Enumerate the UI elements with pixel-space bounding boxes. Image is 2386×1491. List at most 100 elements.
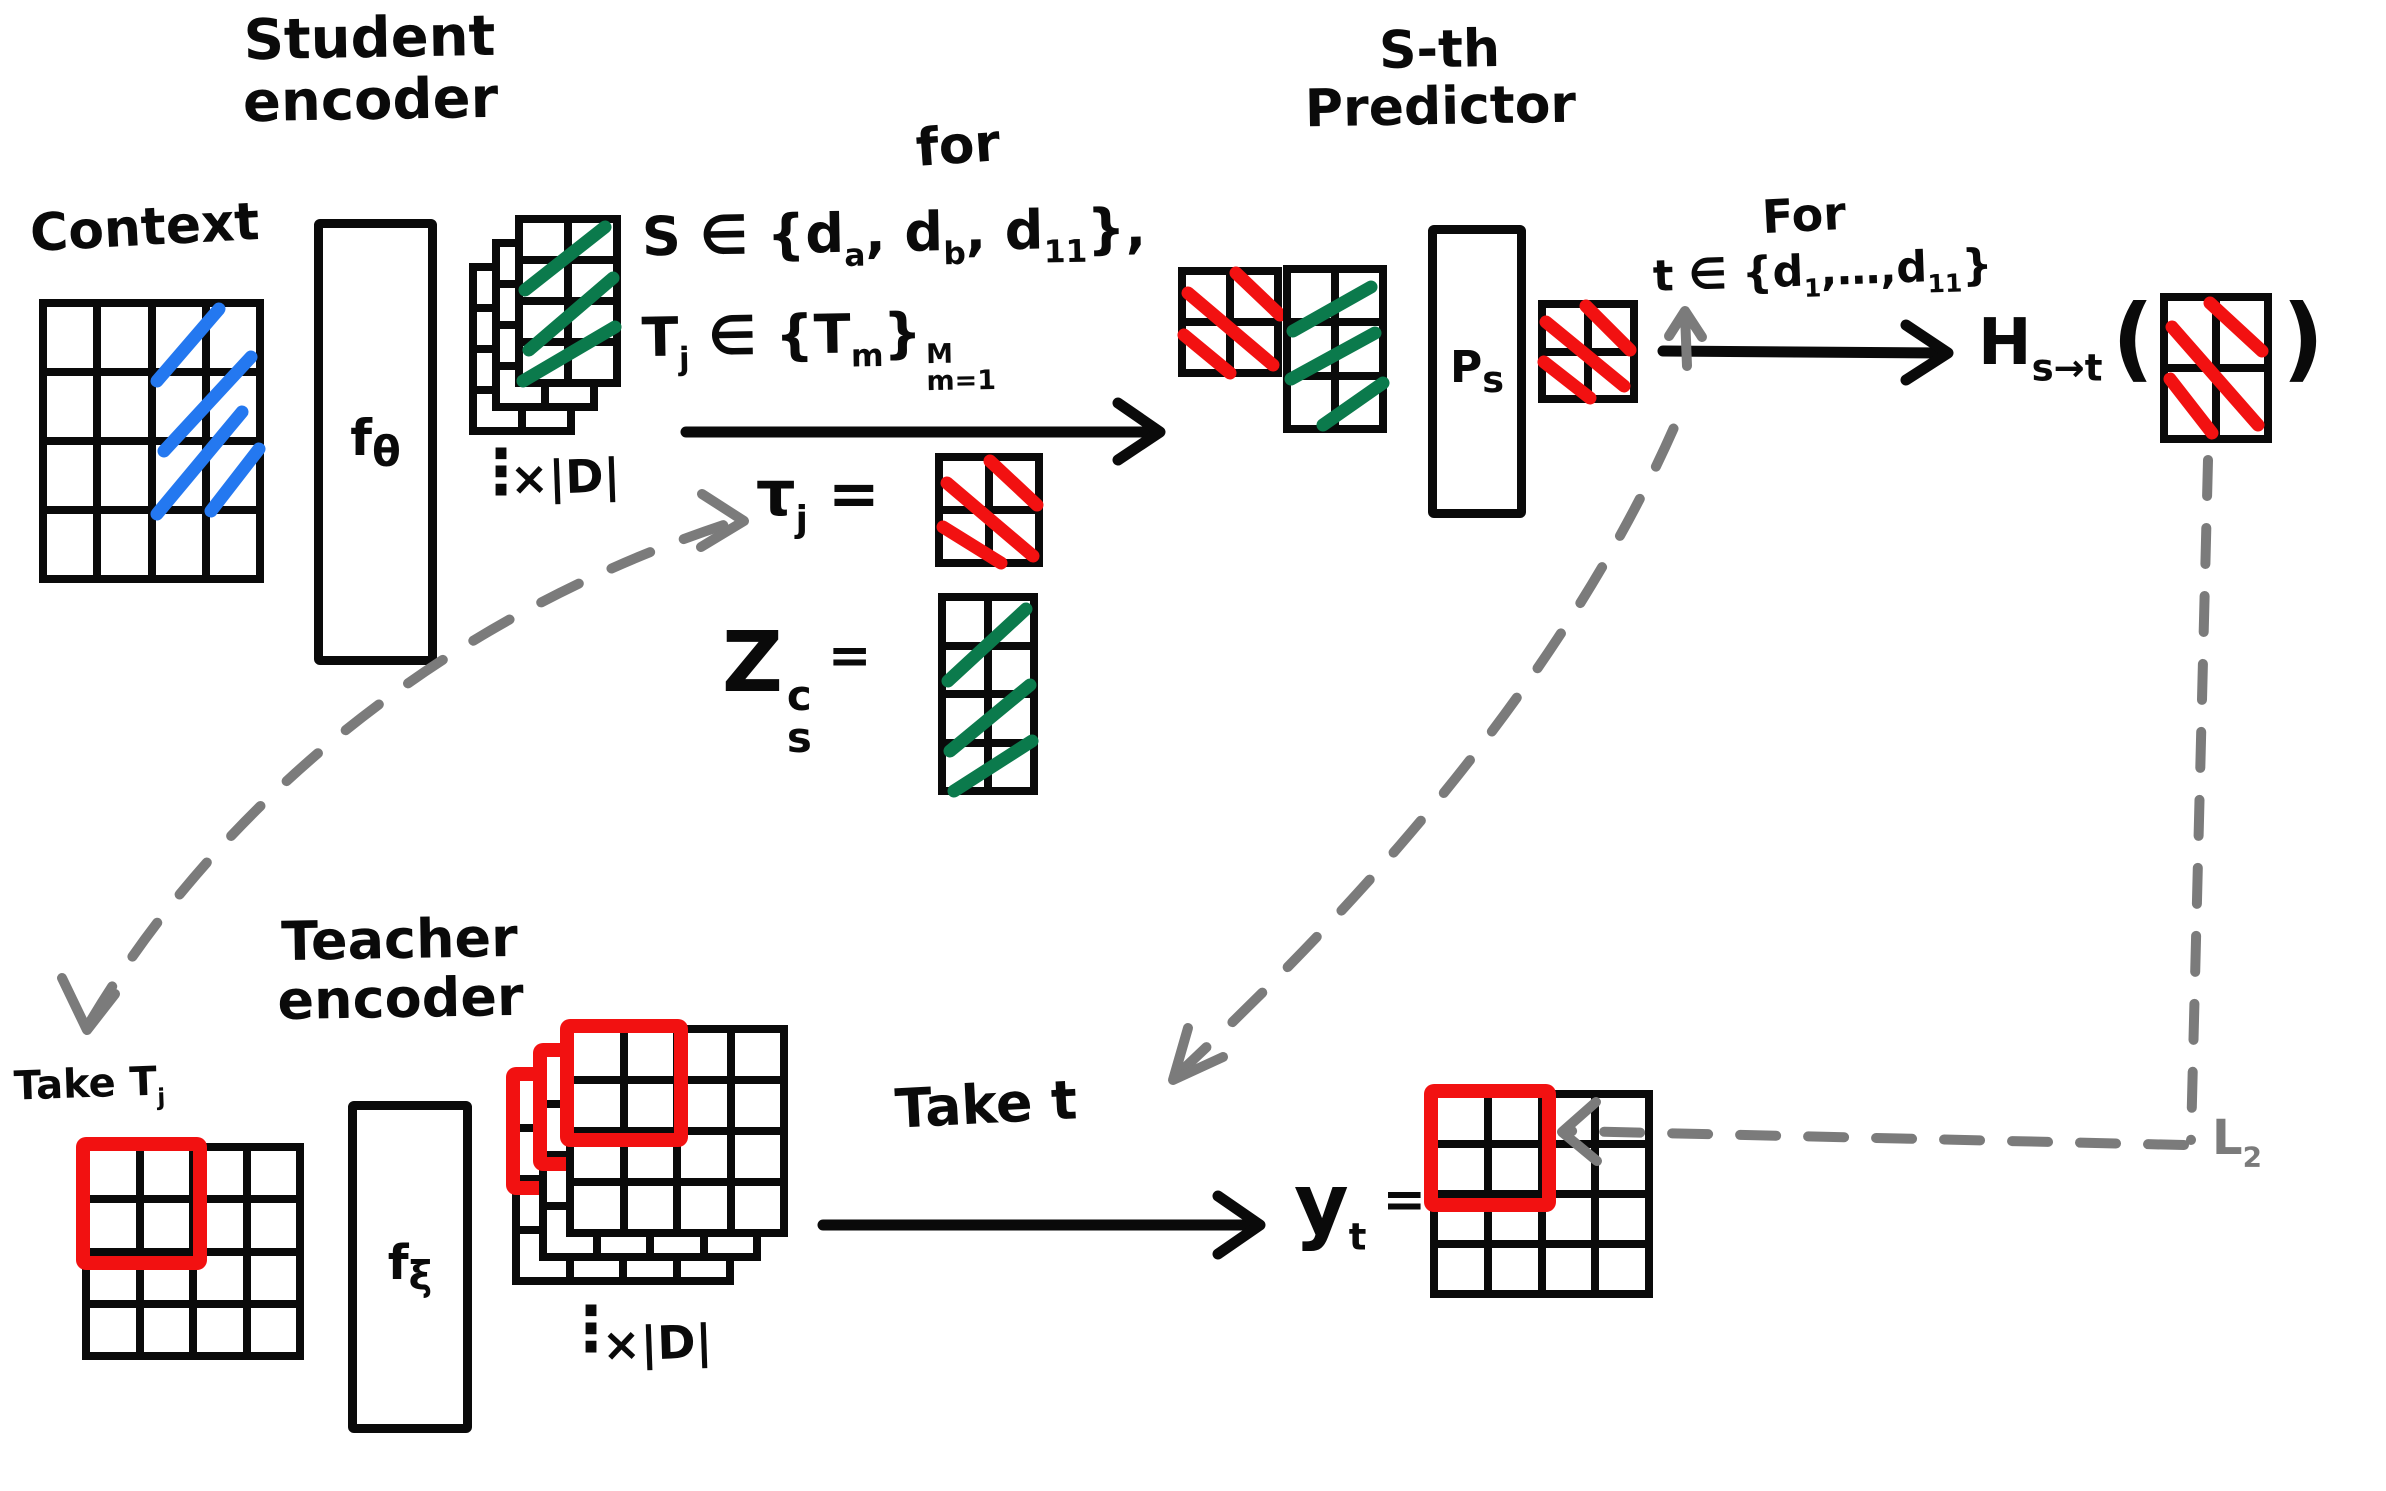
context-label: Context xyxy=(28,192,261,264)
predictor-title: S-th Predictor xyxy=(1289,18,1591,140)
grid-cell xyxy=(97,372,152,441)
grid-cell xyxy=(568,342,617,383)
predictor-fn-label: Ps xyxy=(1449,342,1505,401)
student-encoder-box: fθ xyxy=(314,219,437,665)
l2-dashed-connector xyxy=(1557,455,2213,1166)
loop-s-line1: for xyxy=(913,113,1002,179)
grid-cell xyxy=(43,303,98,372)
grid-cell xyxy=(2164,297,2216,368)
predictor-input-mask-grid xyxy=(1177,266,1287,380)
grid-cell xyxy=(246,1147,300,1200)
grid-cell xyxy=(1541,1244,1596,1294)
grid-cell xyxy=(1542,304,1588,352)
context-grid-lines xyxy=(39,299,264,583)
grid-cell xyxy=(1434,1244,1488,1294)
teacher-forward-arrow xyxy=(817,1190,1266,1260)
context-grid xyxy=(39,299,266,583)
h-label: Hs→t xyxy=(1978,306,2103,390)
teacher-encoder-title-line2: encoder xyxy=(276,965,525,1033)
grid-cell xyxy=(139,1199,193,1252)
student-forward-arrow xyxy=(680,397,1166,466)
loop-t-line1: For xyxy=(1760,185,1848,245)
z-grid xyxy=(938,593,1039,798)
loop-t-line2: t ∈ {d1,…,d11} xyxy=(1652,240,1994,303)
grid-cell xyxy=(568,219,617,260)
student-output-grid-front xyxy=(515,215,622,388)
teacher-encoder-fn-label: fξ xyxy=(387,1234,433,1300)
student-stack-multiplier: ×|D| xyxy=(509,448,622,506)
grid-cell xyxy=(1487,1144,1542,1194)
student-encoder-title: Student encoder xyxy=(204,3,536,135)
grid-cell xyxy=(942,694,988,743)
grid-cell xyxy=(1542,351,1588,399)
take-t-label: Take t xyxy=(893,1068,1079,1141)
grid-cell xyxy=(1287,322,1335,376)
teacher-output-selection-box-front xyxy=(560,1019,688,1147)
grid-cell xyxy=(519,301,568,342)
grid-cell xyxy=(519,342,568,383)
grid-cell xyxy=(97,441,152,510)
grid-cell xyxy=(246,1251,300,1304)
predictor-input-context-grid-lines xyxy=(1283,265,1387,433)
grid-cell xyxy=(1595,1244,1649,1294)
grid-cell xyxy=(139,1303,193,1356)
predictor-box: Ps xyxy=(1428,225,1526,518)
grid-cell xyxy=(1595,1094,1649,1144)
grid-cell xyxy=(205,441,260,510)
grid-cell xyxy=(205,372,260,441)
grid-cell xyxy=(519,260,568,301)
grid-cell xyxy=(989,510,1039,563)
y-label: yt= xyxy=(1294,1155,1427,1259)
teacher-output-grid-front xyxy=(560,1019,788,1237)
predictor-title-line2: Predictor xyxy=(1304,74,1577,140)
grid-cell xyxy=(1588,351,1634,399)
grid-cell xyxy=(677,1182,731,1233)
predictor-output-grid xyxy=(1537,299,1638,405)
grid-cell xyxy=(246,1199,300,1252)
grid-cell xyxy=(988,597,1034,646)
teacher-encoder-title-line1: Teacher xyxy=(280,905,519,974)
student-encoder-fn-label: fθ xyxy=(350,408,401,476)
grid-cell xyxy=(97,303,152,372)
predictor-input-context-grid xyxy=(1283,265,1390,433)
grid-cell xyxy=(151,510,206,579)
grid-cell xyxy=(2164,368,2216,439)
grid-cell xyxy=(568,260,617,301)
target-selection-box xyxy=(1424,1084,1556,1212)
grid-cell xyxy=(1287,269,1335,323)
predictor-title-line1: S-th xyxy=(1378,18,1501,82)
grid-cell xyxy=(43,510,98,579)
h-argument-grid xyxy=(2160,293,2272,443)
grid-cell xyxy=(139,1147,193,1200)
grid-cell xyxy=(2216,297,2268,368)
student-output-grid-front-lines xyxy=(515,215,621,387)
grid-cell xyxy=(86,1303,140,1356)
teacher-stack-multiplier: ×|D| xyxy=(601,1314,714,1372)
grid-cell xyxy=(1287,375,1335,429)
grid-cell xyxy=(246,1303,300,1356)
teacher-encoder-box: fξ xyxy=(348,1101,472,1433)
teacher-encoder-title: Teacher encoder xyxy=(249,905,551,1033)
grid-cell xyxy=(43,441,98,510)
grid-cell xyxy=(730,1131,784,1182)
predictor-input-mask-grid-lines xyxy=(1178,267,1282,377)
tau-grid xyxy=(935,453,1044,570)
grid-cell xyxy=(730,1080,784,1131)
predictor-forward-arrow xyxy=(1657,319,1954,386)
grid-cell xyxy=(1595,1194,1649,1244)
grid-cell xyxy=(570,1182,624,1233)
tau-grid-lines xyxy=(935,453,1043,567)
teacher-input-grid xyxy=(76,1137,304,1360)
grid-cell xyxy=(1230,271,1278,322)
grid-cell xyxy=(205,510,260,579)
predictor-output-grid-lines xyxy=(1538,300,1638,403)
grid-cell xyxy=(942,645,988,694)
grid-cell xyxy=(519,219,568,260)
grid-cell xyxy=(151,441,206,510)
grid-cell xyxy=(1588,304,1634,352)
grid-cell xyxy=(989,457,1039,510)
target-grid xyxy=(1424,1084,1653,1298)
student-encoder-title-line1: Student xyxy=(243,3,496,74)
